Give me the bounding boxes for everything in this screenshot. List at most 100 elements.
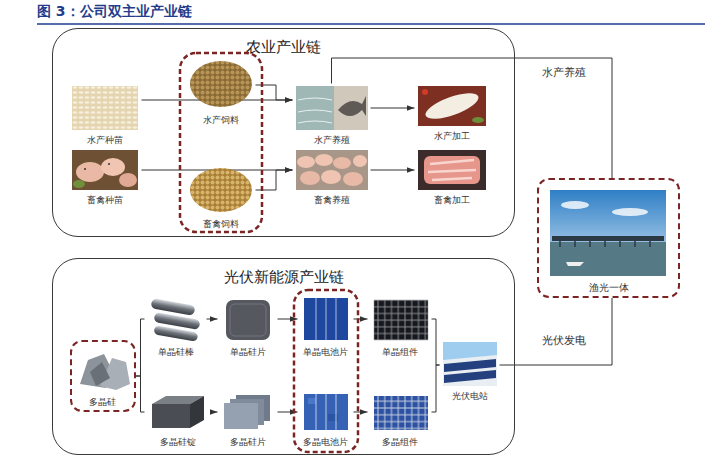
aqua-feed-picture-part xyxy=(190,61,252,107)
power-station-picture-part xyxy=(443,355,497,386)
livestock-feed-picture xyxy=(190,168,252,212)
flow-connector xyxy=(136,376,145,412)
mono-cell-picture-part xyxy=(304,298,348,340)
fishery-solar-picture-part xyxy=(566,262,584,266)
aqua-farm-picture-part xyxy=(298,98,332,123)
stage-node: 水产种苗 xyxy=(68,84,142,146)
node-label: 畜禽饲料 xyxy=(203,219,239,230)
node-label: 光伏电站 xyxy=(452,391,488,402)
livestock-seed-picture-part xyxy=(101,158,125,176)
mono-wafer-picture-part xyxy=(230,304,266,336)
chain-panel: 光伏新能源产业链多晶硅单晶硅棒单晶硅片单晶电池片单晶组件多晶硅锭多晶硅片多晶电池… xyxy=(52,258,515,455)
livestock-farm-picture-part xyxy=(300,171,320,185)
aqua-farm-picture-part xyxy=(334,86,368,130)
stage-node: 多晶电池片 xyxy=(298,392,354,448)
aqua-processing-picture xyxy=(418,86,486,126)
livestock-farm-picture xyxy=(296,150,368,190)
node-label: 渔光一体 xyxy=(589,282,629,294)
livestock-processing-picture xyxy=(418,150,486,190)
livestock-farm-picture-part xyxy=(343,172,363,186)
connector-label: 光伏发电 xyxy=(540,334,588,347)
aqua-processing-picture-part xyxy=(472,117,484,123)
poly-wafer-picture xyxy=(224,395,270,429)
aqua-farm-picture-part xyxy=(338,96,366,116)
highlight-node: 渔光一体 xyxy=(537,178,680,298)
node-label: 多晶组件 xyxy=(382,437,418,448)
highlight-node: 多晶硅 xyxy=(70,340,136,412)
cell-group-outline xyxy=(294,290,358,452)
title-rule xyxy=(37,24,705,25)
node-label: 畜禽种苗 xyxy=(87,195,123,206)
livestock-seed-picture xyxy=(72,150,138,190)
node-label: 水产养殖 xyxy=(314,135,350,146)
mono-module-picture xyxy=(374,300,428,340)
connector-label: 水产养殖 xyxy=(540,66,588,79)
aqua-farm-picture xyxy=(296,86,368,130)
mono-wafer-picture-part xyxy=(226,300,270,340)
fishery-solar-picture-part xyxy=(550,242,666,276)
poly-module-picture-part xyxy=(374,396,428,430)
poly-cell-picture-part xyxy=(316,394,336,430)
poly-cell-picture xyxy=(304,394,348,430)
mono-rod-picture-part xyxy=(150,298,195,315)
stage-node: 水产加工 xyxy=(415,84,489,142)
fishery-solar-picture-part xyxy=(550,190,666,276)
poly-ingot-picture xyxy=(152,396,204,428)
livestock-farm-picture-part xyxy=(333,157,351,169)
poly-ingot-picture-part xyxy=(152,404,190,428)
livestock-processing-picture-part xyxy=(428,160,476,180)
aqua-farm-picture-part xyxy=(296,86,334,130)
flow-connector xyxy=(207,319,218,320)
livestock-feed-picture-part xyxy=(190,168,252,212)
figure-title: 图 3：公司双主业产业链 xyxy=(37,3,192,20)
aqua-seed-picture xyxy=(72,86,138,130)
node-label: 多晶硅片 xyxy=(230,437,266,448)
stage-node: 畜禽种苗 xyxy=(68,148,142,206)
livestock-farm-picture-part xyxy=(297,156,315,168)
flow-connector xyxy=(371,170,415,171)
mono-rod-picture-part xyxy=(153,325,198,342)
livestock-processing-picture-part xyxy=(424,156,480,184)
stage-node: 畜禽饲料 xyxy=(186,164,256,230)
node-label: 水产饲料 xyxy=(203,115,239,126)
node-label: 单晶硅片 xyxy=(230,347,266,358)
livestock-seed-picture-part xyxy=(72,150,138,190)
livestock-farm-picture-part xyxy=(296,150,368,190)
feed-group-outline xyxy=(180,53,262,232)
fishery-solar-picture-part xyxy=(612,208,648,216)
cell-group-outline-part xyxy=(294,290,358,452)
polysilicon-picture xyxy=(80,354,130,390)
livestock-seed-picture-part xyxy=(119,173,137,187)
stage-node: 水产养殖 xyxy=(293,84,371,146)
node-label: 单晶硅棒 xyxy=(158,347,194,358)
stage-node: 单晶硅片 xyxy=(218,296,278,358)
node-label: 畜禽养殖 xyxy=(314,195,350,206)
node-label: 单晶组件 xyxy=(382,347,418,358)
feed-group-outline-part xyxy=(180,53,262,232)
flow-connector xyxy=(211,412,218,413)
panel-heading: 光伏新能源产业链 xyxy=(224,268,344,286)
stage-node: 光伏电站 xyxy=(440,338,500,402)
fishery-solar-picture xyxy=(550,190,666,276)
node-label: 水产种苗 xyxy=(87,135,123,146)
power-station-picture xyxy=(443,342,497,386)
mono-cell-picture-part xyxy=(316,298,336,340)
power-station-picture-part xyxy=(443,342,497,386)
stage-node: 水产饲料 xyxy=(186,58,256,126)
livestock-seed-picture-part xyxy=(73,180,85,188)
mono-cell-picture xyxy=(304,298,348,340)
poly-wafer-picture-part xyxy=(224,403,258,429)
fishery-solar-picture-part xyxy=(561,201,589,209)
node-label: 单晶电池片 xyxy=(303,347,348,358)
chain-panel: 农业产业链水产种苗畜禽种苗水产饲料畜禽饲料水产养殖畜禽养殖水产加工畜禽加工 xyxy=(52,28,515,237)
stage-node: 单晶硅棒 xyxy=(145,296,207,358)
livestock-processing-picture-part xyxy=(418,150,486,190)
livestock-seed-picture-part xyxy=(76,162,104,182)
flow-connector xyxy=(136,319,145,376)
aqua-processing-picture-part xyxy=(422,89,428,95)
fishery-solar-picture-part xyxy=(560,241,650,247)
flow-connector xyxy=(500,298,613,365)
mono-rod-picture xyxy=(150,298,200,341)
